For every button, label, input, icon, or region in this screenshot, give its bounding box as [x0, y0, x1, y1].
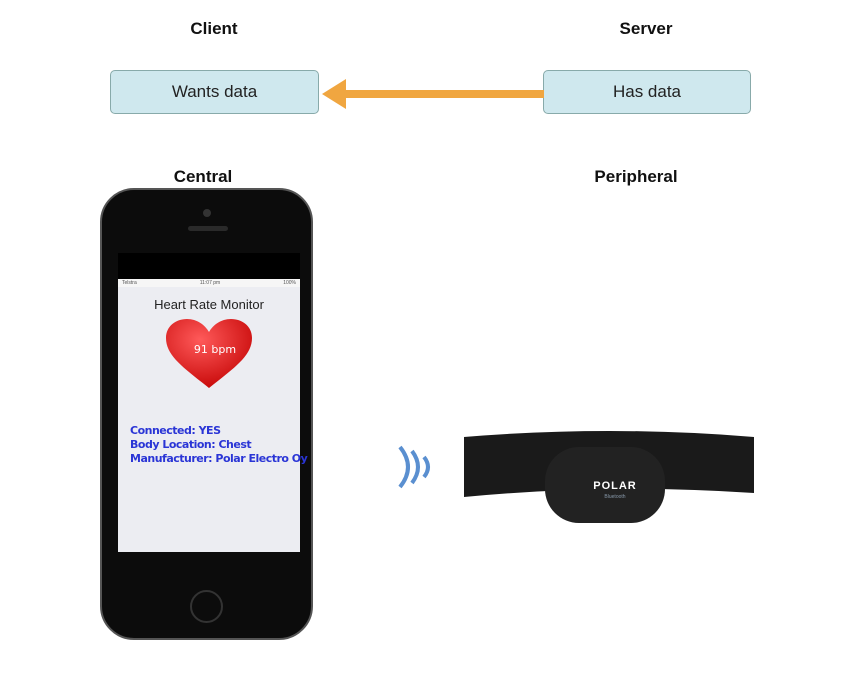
home-button — [190, 590, 223, 623]
body-location: Body Location: Chest — [130, 438, 252, 451]
bluetooth-logo: Bluetooth — [604, 494, 626, 500]
peripheral-label: Peripheral — [594, 167, 678, 186]
battery: 100% — [283, 280, 296, 286]
bluetooth-signal-icon — [398, 445, 430, 489]
time: 11:07 pm — [199, 280, 221, 286]
manufacturer: Manufacturer: Polar Electro Oy — [130, 452, 308, 465]
server-box: Has data — [543, 70, 751, 114]
data-flow-arrow — [322, 79, 544, 109]
speaker-icon — [188, 226, 228, 231]
bpm-value: 91 bpm — [193, 343, 237, 356]
server-label: Server — [619, 19, 673, 38]
connected-status: Connected: YES — [130, 424, 221, 437]
status-bar: Telstra 11:07 pm 100% — [118, 279, 300, 287]
client-box: Wants data — [110, 70, 319, 114]
phone-screen: Telstra 11:07 pm 100% Heart Rate Monitor — [118, 253, 300, 552]
central-label: Central — [173, 167, 233, 186]
app-title: Heart Rate Monitor — [154, 297, 264, 312]
heart-icon — [166, 319, 252, 388]
polar-logo: POLAR — [593, 480, 637, 492]
camera-icon — [203, 209, 211, 217]
carrier: Telstra — [122, 280, 137, 286]
heart-rate-strap — [464, 431, 754, 523]
client-label: Client — [190, 19, 238, 38]
